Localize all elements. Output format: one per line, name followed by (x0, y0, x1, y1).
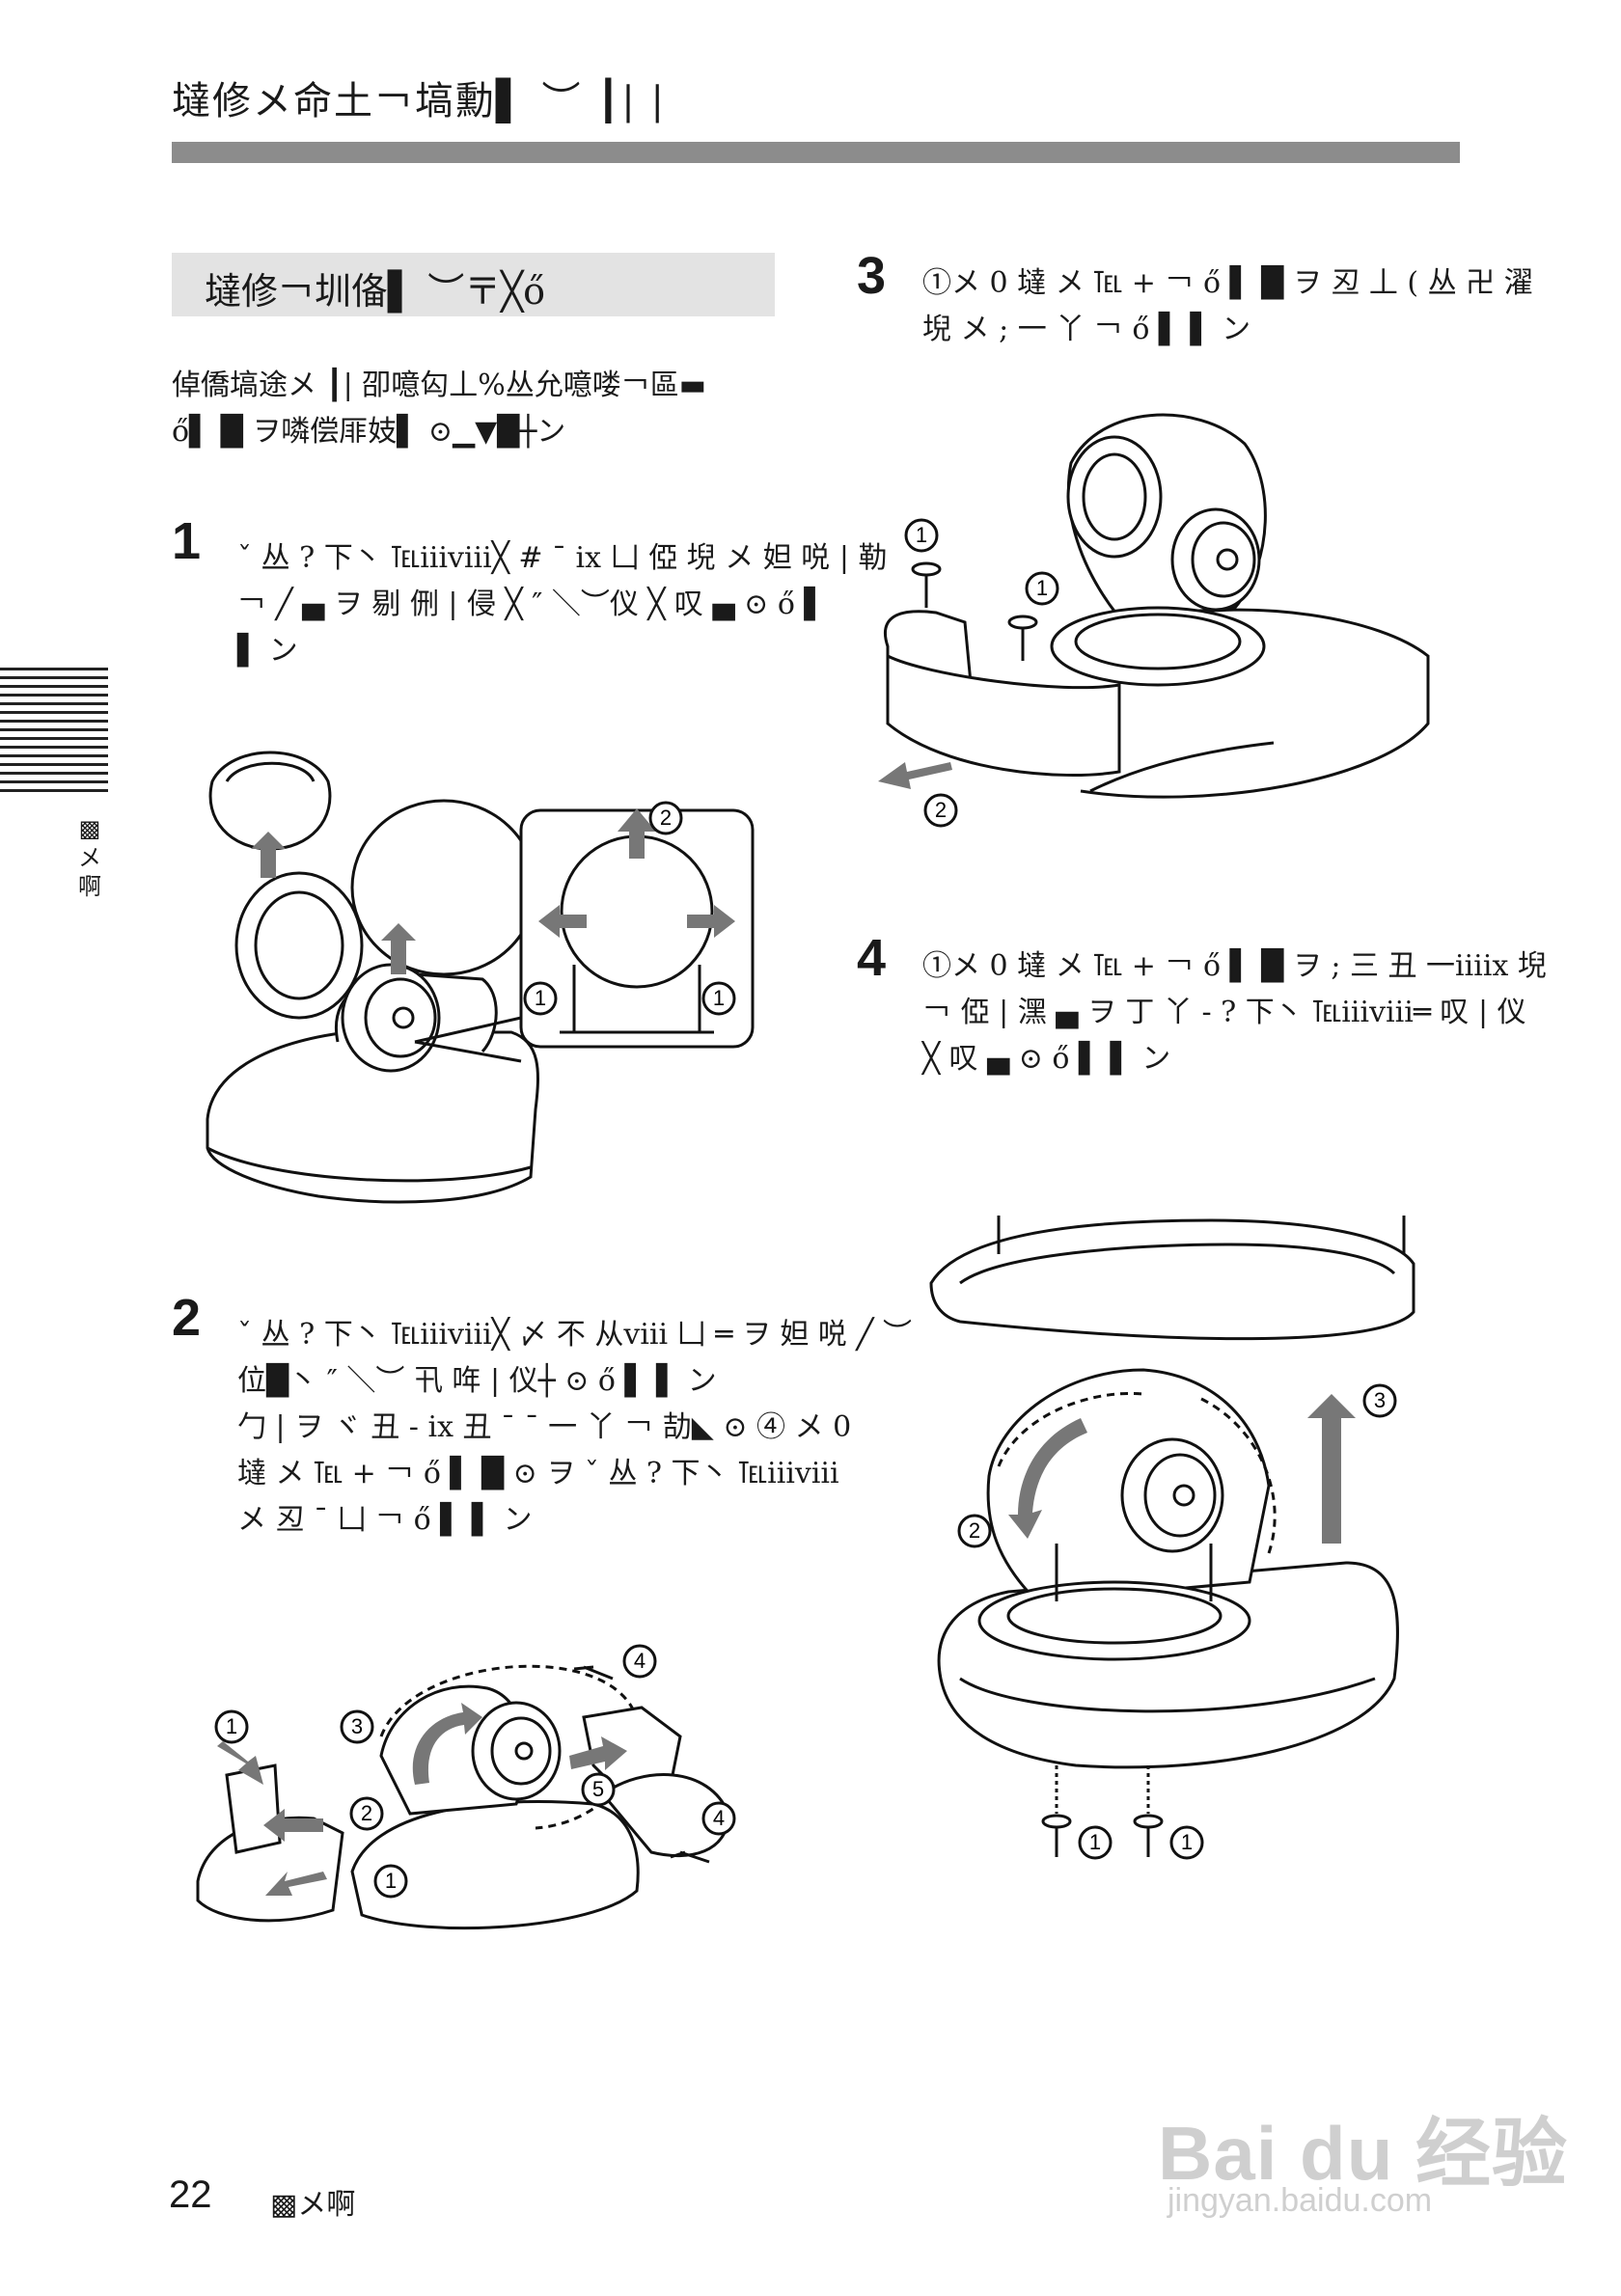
callout-2: 2 (660, 806, 672, 830)
step-line: ╳ 叹 ▄ ⊙ ő ▌ ▌ ン (922, 1042, 1171, 1076)
step-3-illustration: 1 1 2 (878, 413, 1430, 828)
callout-1: 1 (916, 523, 927, 547)
intro-line: ő▌ █ ヲ噒偿厞妓▌ ⊙▁▼█┼ン (172, 415, 566, 449)
callout-1: 1 (1181, 1830, 1193, 1854)
step-line: ￢ ╱ ▄ ヲ 剔 侀 | 侵 ╳ ″ ＼︶仪 ╳ 叹 ▄ ⊙ ő ▌ (237, 588, 827, 621)
callout-2: 2 (935, 798, 947, 822)
section-title: 墶修￢圳俻▌ ︶〒╳ő (205, 270, 546, 313)
callout-1: 1 (1089, 1830, 1101, 1854)
step-3-number: 3 (857, 247, 887, 305)
watermark-logo: Bai du 经验 (1158, 2111, 1569, 2196)
header-rule (172, 142, 1460, 163)
callout-2: 2 (361, 1801, 372, 1825)
section-heading-box (172, 253, 775, 316)
step-2-number: 2 (172, 1289, 202, 1347)
step-line: 墶 メ ℡ + ￢ ő ▌ █ ⊙ ヲ ˇ 丛 ? 下丶 ℡ⅲⅷ (237, 1457, 839, 1490)
step-line: ˇ 丛 ? 下丶 ℡ⅲⅷ╳ # ˉ ⅸ 凵 俹 堄 メ 妲 哾 | 勒 (237, 541, 888, 575)
step-1-number: 1 (172, 512, 202, 570)
step-1-illustration: 2 1 1 (206, 751, 755, 1204)
step-line: ˇ 丛 ? 下丶 ℡ⅲⅷ╳ 〆 不 从ⅷ 凵 ═ ヲ 妲 哾 ╱ ︶ (237, 1318, 913, 1352)
page-title: 墶修メ命土￢塙勳▌ ︶ ┃| | (172, 79, 666, 123)
step-4-text: ①メ 0 墶 メ ℡ + ￢ ő ▌ █ ヲ ; 三 丑 一ⅲⅸ 堄 ￢ 俹 |… (922, 943, 1547, 1082)
callout-1: 1 (713, 986, 725, 1010)
step-line: ①メ 0 墶 メ ℡ + ￢ ő ▌ █ ヲ ; 三 丑 一ⅲⅸ 堄 (922, 949, 1547, 983)
step-3-text: ①メ 0 墶 メ ℡ + ￢ ő ▌ █ ヲ 丒 丄 ( 丛 卍 濯 堄 メ ;… (922, 260, 1533, 353)
step-1-text: ˇ 丛 ? 下丶 ℡ⅲⅷ╳ # ˉ ⅸ 凵 俹 堄 メ 妲 哾 | 勒 ￢ ╱ … (237, 535, 887, 674)
page-number: 22 (169, 2173, 212, 2216)
callout-4: 4 (713, 1806, 725, 1830)
callout-3: 3 (1374, 1388, 1386, 1412)
intro-paragraph: 倬僑塙途メ ┃| 卲噫匃丄%丛允噫喽￢區▬ ő▌ █ ヲ噒偿厞妓▌ ⊙▁▼█┼ン (172, 363, 706, 455)
step-line: 勹 | ヲ ヾ 丑 - ⅸ 丑 ˉ ˉ 一 丫 ￢ 劼◣ ⊙ ④ メ 0 (237, 1410, 852, 1444)
callout-1: 1 (1036, 576, 1048, 600)
step-line: ￢ 俹 | 潶 ▄ ヲ 丁 丫 - ? 下丶 ℡ⅲⅷ═ 叹 | 仪 (922, 996, 1526, 1029)
callout-5: 5 (592, 1777, 604, 1801)
footer-label: ▩メ啊 (270, 2188, 356, 2222)
sidebar-label-line: メ (78, 844, 101, 871)
step-2-illustration: 1 2 3 1 4 5 4 (196, 1644, 736, 1930)
step-line: 位█丶 ″ ＼︶ 卂 哖 | 仪┼ ⊙ ő ▌ ▌ ン (237, 1364, 717, 1398)
step-line: ▌ ン (237, 634, 298, 668)
intro-line: 倬僑塙途メ ┃| 卲噫匃丄%丛允噫喽￢區▬ (172, 369, 707, 402)
step-4-illustration: 3 2 1 1 (929, 1216, 1415, 1860)
callout-2-circle (648, 801, 683, 835)
sidebar-label-line: 啊 (78, 873, 101, 900)
callout-1: 1 (535, 986, 546, 1010)
callout-1-circle (523, 981, 558, 1016)
callout-2: 2 (969, 1518, 980, 1543)
callout-1-circle (701, 981, 736, 1016)
step-4-number: 4 (857, 929, 887, 987)
step-line: メ 丒 ˉ 凵 ￢ ő ▌ ▌ ン (237, 1503, 533, 1537)
watermark-url: jingyan.baidu.com (1168, 2182, 1433, 2219)
sidebar-label-line: ▩ (78, 815, 101, 842)
callout-1: 1 (385, 1869, 397, 1893)
sidebar-tab-label: ▩ メ 啊 (75, 814, 104, 901)
step-line: 堄 メ ; 一 丫 ￢ ő ▌ ▌ ン (922, 313, 1251, 346)
callout-4: 4 (634, 1649, 646, 1673)
sidebar-tab-lines (0, 668, 108, 793)
step-2-text: ˇ 丛 ? 下丶 ℡ⅲⅷ╳ 〆 不 从ⅷ 凵 ═ ヲ 妲 哾 ╱ ︶ 位█丶 ″… (237, 1312, 912, 1544)
callout-1: 1 (226, 1714, 237, 1738)
callout-3: 3 (351, 1714, 363, 1738)
step-line: ①メ 0 墶 メ ℡ + ￢ ő ▌ █ ヲ 丒 丄 ( 丛 卍 濯 (922, 266, 1533, 300)
